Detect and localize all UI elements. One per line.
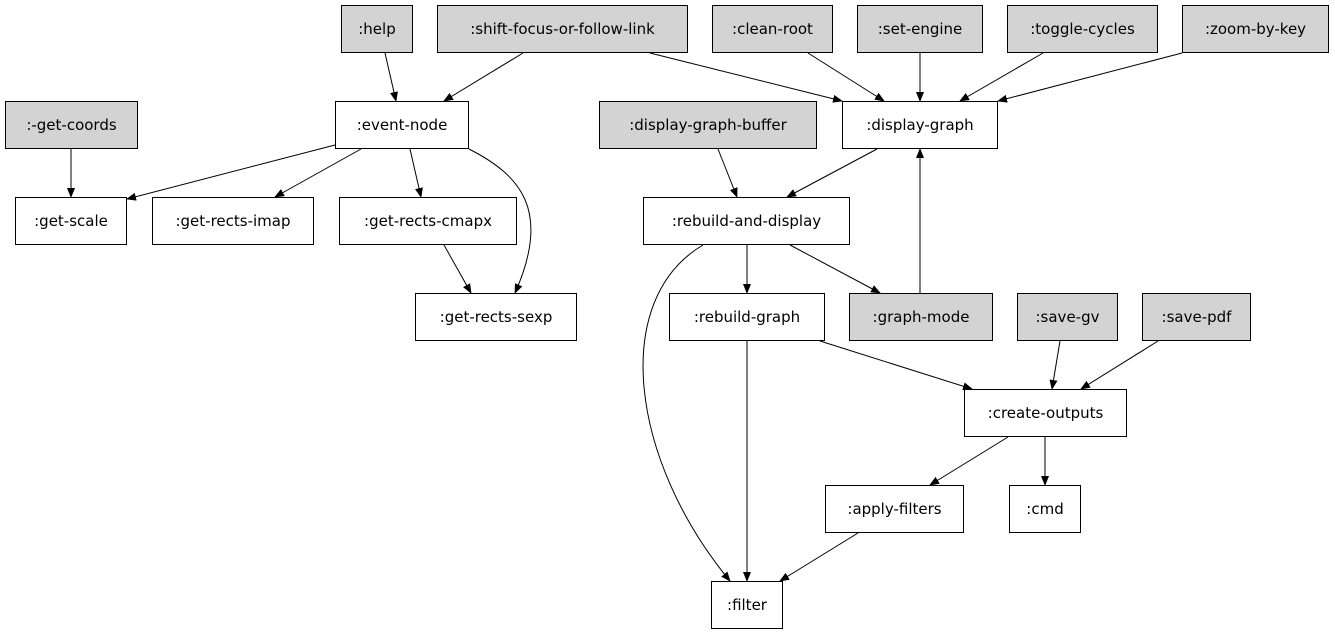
- node-save-pdf[interactable]: :save-pdf: [1142, 293, 1251, 341]
- edge-shift-focus-or-follow-link-to-event-node: [443, 52, 524, 102]
- node-display-graph[interactable]: :display-graph: [842, 101, 998, 149]
- edge-display-graph-buffer-to-rebuild-and-display: [717, 148, 738, 198]
- edge-rebuild-and-display-to-graph-mode: [789, 244, 881, 294]
- node-toggle-cycles[interactable]: :toggle-cycles: [1007, 5, 1158, 53]
- node-display-graph-buffer[interactable]: :display-graph-buffer: [599, 101, 817, 149]
- edge-rebuild-graph-to-create-outputs: [819, 340, 973, 391]
- node-set-engine[interactable]: :set-engine: [857, 5, 983, 53]
- edge-event-node-to-get-rects-imap: [274, 148, 362, 198]
- node-filter[interactable]: :filter: [711, 581, 783, 629]
- node-create-outputs[interactable]: :create-outputs: [964, 389, 1127, 437]
- node-rebuild-graph[interactable]: :rebuild-graph: [669, 293, 825, 341]
- node-graph-mode[interactable]: :graph-mode: [849, 293, 993, 341]
- edge-help-to-event-node: [384, 52, 398, 102]
- node-get-rects-sexp[interactable]: :get-rects-sexp: [415, 293, 577, 341]
- node-shift-focus-or-follow-link[interactable]: :shift-focus-or-follow-link: [437, 5, 688, 53]
- edge-create-outputs-to-apply-filters: [929, 436, 1009, 486]
- edge-apply-filters-to-filter: [779, 532, 859, 582]
- edge-toggle-cycles-to-display-graph: [959, 52, 1044, 102]
- edge-get-rects-cmapx-to-get-rects-sexp: [443, 244, 472, 294]
- edge-save-pdf-to-create-outputs: [1080, 340, 1159, 390]
- edge-clean-root-to-display-graph: [807, 52, 885, 102]
- edge-zoom-by-key-to-display-graph: [997, 52, 1183, 103]
- node-rebuild-and-display[interactable]: :rebuild-and-display: [643, 197, 850, 245]
- edge-event-node-to-get-rects-cmapx: [409, 148, 423, 198]
- edge-event-node-to-get-scale: [126, 144, 336, 201]
- node-get-rects-imap[interactable]: :get-rects-imap: [152, 197, 314, 245]
- edge-event-node-to-get-rects-sexp: [468, 148, 532, 294]
- node-get-scale[interactable]: :get-scale: [15, 197, 127, 245]
- edge-display-graph-to-rebuild-and-display: [786, 148, 878, 198]
- node-cmd[interactable]: :cmd: [1009, 485, 1081, 533]
- edge-save-gv-to-create-outputs: [1049, 340, 1061, 390]
- node-event-node[interactable]: :event-node: [335, 101, 469, 149]
- node-get-rects-cmapx[interactable]: :get-rects-cmapx: [339, 197, 517, 245]
- node-save-gv[interactable]: :save-gv: [1017, 293, 1118, 341]
- edge-shift-focus-or-follow-link-to-display-graph: [649, 52, 843, 103]
- edge-rebuild-and-display-to-filter: [642, 244, 731, 582]
- node-apply-filters[interactable]: :apply-filters: [825, 485, 964, 533]
- node-help[interactable]: :help: [341, 5, 413, 53]
- node-get-coords[interactable]: :-get-coords: [5, 101, 138, 149]
- node-zoom-by-key[interactable]: :zoom-by-key: [1182, 5, 1329, 53]
- node-clean-root[interactable]: :clean-root: [712, 5, 833, 53]
